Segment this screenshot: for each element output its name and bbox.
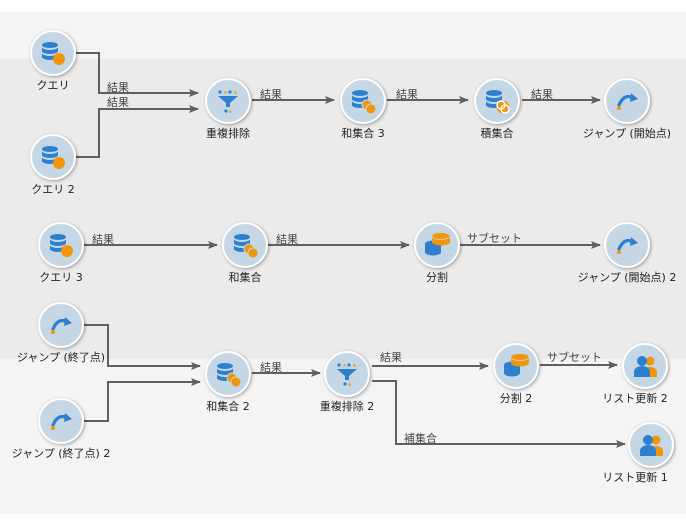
edge-label: 結果 [396, 88, 418, 101]
link-jumpend1-union2[interactable] [84, 324, 201, 370]
edge-label: サブセット [547, 351, 602, 364]
edge-label: 結果 [380, 351, 402, 364]
node-label: ジャンプ (終了点) [16, 351, 106, 364]
node-circle[interactable] [30, 30, 76, 76]
node-circle[interactable] [622, 343, 668, 389]
query-icon [42, 42, 65, 65]
link-query1-dedup1[interactable] [76, 52, 199, 97]
node-circle[interactable] [222, 222, 268, 268]
node-label: 和集合 3 [341, 127, 385, 140]
node-label: クエリ [36, 79, 70, 92]
dedup-funnel-icon [218, 90, 238, 113]
node-circle[interactable] [30, 134, 76, 180]
node-circle[interactable] [493, 343, 539, 389]
node-label: 重複排除 [206, 127, 250, 140]
edge-label: 結果 [260, 88, 282, 101]
union-icon [217, 363, 242, 388]
link-dedup2-listupdate1[interactable] [372, 380, 626, 448]
query-icon [50, 234, 73, 257]
node-label: ジャンプ (開始点) 2 [577, 271, 677, 284]
edge-label: 結果 [260, 361, 282, 374]
node-circle[interactable] [38, 302, 84, 348]
jump-icon [51, 413, 72, 430]
node-label: 分割 2 [499, 392, 533, 405]
list-update-icon [640, 435, 663, 456]
intersection-icon [486, 90, 510, 114]
jump-icon [617, 237, 638, 254]
node-label: クエリ 2 [31, 183, 75, 196]
node-label: 和集合 2 [206, 400, 250, 413]
node-circle[interactable] [474, 78, 520, 124]
jump-icon [51, 317, 72, 334]
node-circle[interactable] [628, 422, 674, 468]
node-circle[interactable] [205, 78, 251, 124]
edge-label: 補集合 [404, 432, 437, 445]
query-icon [42, 146, 65, 169]
node-circle[interactable] [604, 78, 650, 124]
node-label: 分割 [426, 271, 448, 284]
node-circle[interactable] [604, 222, 650, 268]
edge-label: 結果 [531, 88, 553, 101]
node-circle[interactable] [38, 222, 84, 268]
node-label: ジャンプ (終了点) 2 [11, 447, 111, 460]
edge-label: 結果 [92, 233, 114, 246]
edge-label: 結果 [276, 233, 298, 246]
edge-label: 結果 [107, 96, 129, 109]
node-label: 重複排除 2 [319, 400, 375, 413]
jump-icon [617, 93, 638, 110]
split-icon [425, 232, 451, 256]
split-icon [504, 353, 530, 377]
node-label: ジャンプ (開始点) [582, 127, 672, 140]
node-label: 積集合 [480, 127, 514, 140]
node-label: 和集合 [228, 271, 262, 284]
link-jumpend2-union2[interactable] [84, 378, 201, 422]
node-circle[interactable] [324, 351, 370, 397]
edge-label: サブセット [467, 232, 522, 245]
node-circle[interactable] [340, 78, 386, 124]
node-circle[interactable] [205, 351, 251, 397]
union-icon [234, 234, 259, 259]
node-label: リスト更新 2 [602, 392, 668, 405]
node-circle[interactable] [38, 398, 84, 444]
node-label: リスト更新 1 [602, 471, 668, 484]
link-query2-dedup1[interactable] [76, 105, 199, 158]
node-circle[interactable] [414, 222, 460, 268]
edge-label: 結果 [107, 81, 129, 94]
union-icon [352, 90, 377, 115]
list-update-icon [634, 356, 657, 377]
node-label: クエリ 3 [39, 271, 83, 284]
dedup-funnel-icon [337, 363, 357, 386]
canvas-band-top [0, 12, 686, 59]
